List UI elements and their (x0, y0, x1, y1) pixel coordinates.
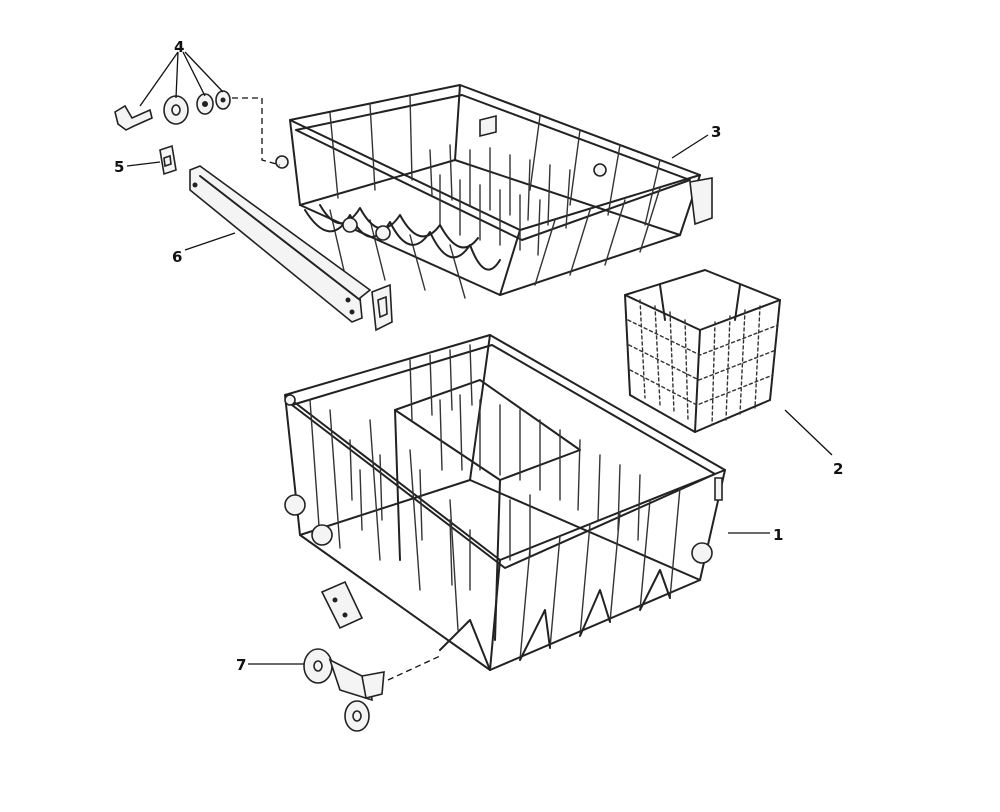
assembly-line-4 (232, 97, 281, 166)
leader-lines (126, 51, 833, 665)
silverware-basket (624, 269, 781, 433)
upper-rack (275, 84, 713, 299)
assembly-line-7 (387, 655, 441, 681)
stud-roller-washer-set (114, 90, 231, 131)
callout-1: 1 (773, 526, 783, 544)
wheel-assembly (303, 580, 385, 732)
callout-2: 2 (833, 460, 843, 478)
callout-4: 4 (174, 38, 184, 56)
rack-clip (159, 144, 177, 176)
callout-3: 3 (711, 123, 721, 141)
lower-rack (284, 334, 726, 671)
rack-rail (189, 165, 393, 332)
callout-6: 6 (172, 248, 182, 266)
callout-5: 5 (114, 158, 124, 176)
callout-7: 7 (236, 656, 246, 674)
